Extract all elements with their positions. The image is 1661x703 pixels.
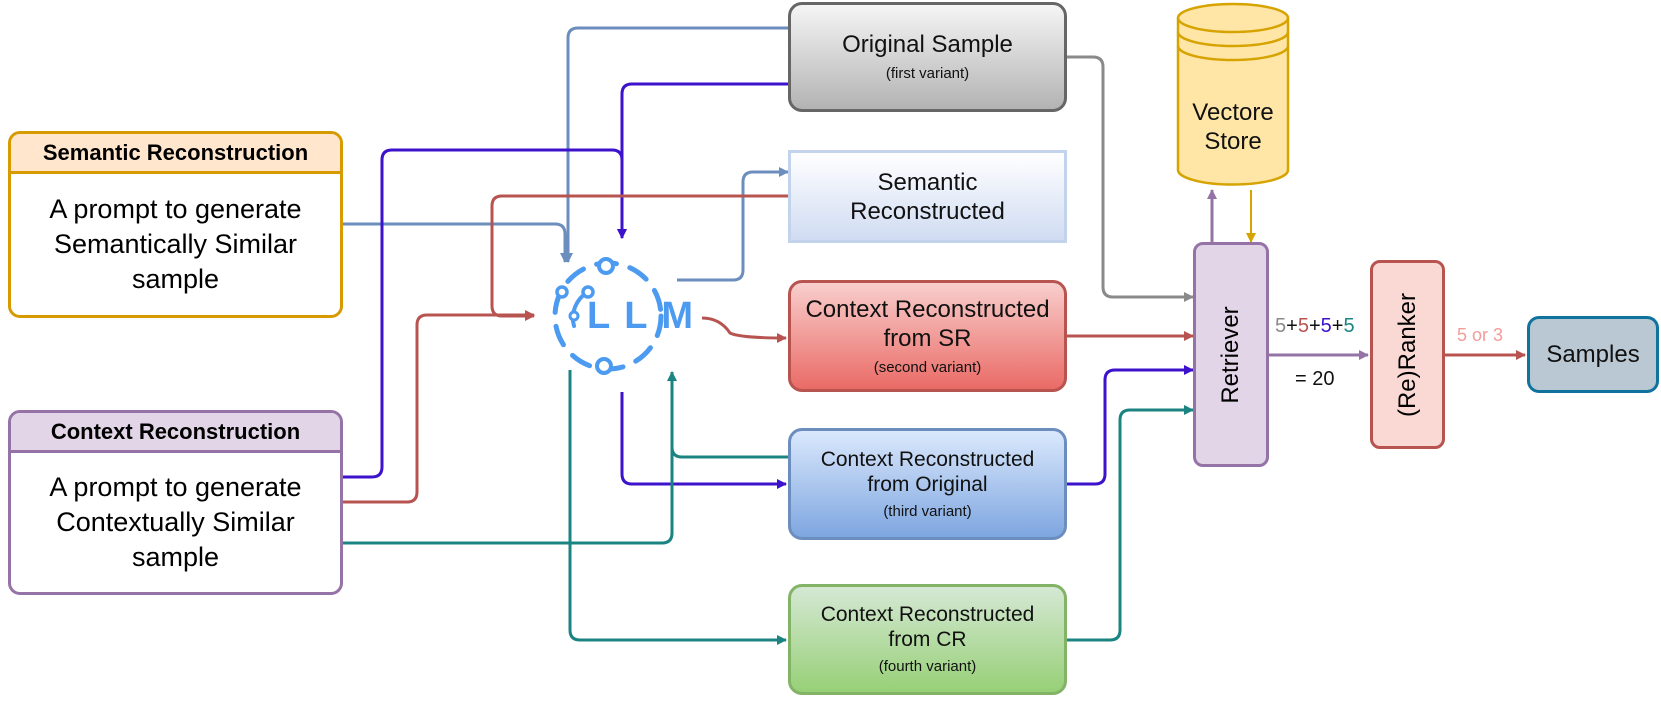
semantic-reconstruction-title: Semantic Reconstruction <box>11 134 340 174</box>
sum-part-indigo: 5 <box>1320 315 1332 337</box>
context-cr-subtitle: (fourth variant) <box>878 658 977 675</box>
retrieval-sum-result: = 20 <box>1295 368 1335 390</box>
edge-context-prompt-to-llm-indigo <box>343 148 627 479</box>
original-sample-subtitle: (first variant) <box>885 65 970 82</box>
retriever-label: Retriever <box>1217 305 1244 404</box>
llm-label: LLM <box>587 295 708 337</box>
context-cr-title: Context Reconstructed from CR <box>820 603 1035 651</box>
edge-context-cr-to-retriever <box>1067 405 1194 642</box>
samples-node: Samples <box>1527 316 1659 393</box>
edge-llm-to-context-sr <box>701 316 787 343</box>
context-reconstruction-body: A prompt to generate Contextually Simila… <box>49 472 302 572</box>
semantic-reconstruction-prompt: Semantic Reconstruction A prompt to gene… <box>8 131 343 318</box>
edge-context-original-to-retriever <box>1067 365 1194 486</box>
context-reconstruction-prompt: Context Reconstruction A prompt to gener… <box>8 410 343 595</box>
edge-original-to-retriever <box>1067 55 1194 302</box>
sum-part-gray: 5 <box>1275 315 1287 337</box>
edge-original-to-llm-indigo <box>617 82 788 239</box>
context-sr-subtitle: (second variant) <box>873 358 982 376</box>
edge-context-prompt-to-llm-teal <box>343 371 677 545</box>
edge-context-prompt-to-llm-red <box>343 310 535 504</box>
semantic-reconstruction-body: A prompt to generate Semantically Simila… <box>49 194 302 294</box>
sum-plus-1: + <box>1286 315 1298 337</box>
context-original-node: Context Reconstructed from Original (thi… <box>788 428 1067 540</box>
sum-plus-2: + <box>1308 315 1321 337</box>
sum-part-red: 5 <box>1297 315 1309 337</box>
original-sample-title: Original Sample <box>842 31 1013 58</box>
edge-llm-to-context-cr <box>568 370 787 645</box>
retriever-node: Retriever <box>1193 242 1269 467</box>
context-cr-node: Context Reconstructed from CR (fourth va… <box>788 584 1067 695</box>
semantic-reconstructed-node: Semantic Reconstructed <box>788 150 1067 243</box>
context-original-subtitle: (third variant) <box>883 502 972 520</box>
context-sr-title: Context Reconstructed from SR <box>805 295 1050 352</box>
edge-original-to-llm <box>563 26 788 263</box>
vector-store-cylinder-icon <box>1176 2 1290 186</box>
reranker-label: (Re)Ranker <box>1393 292 1421 417</box>
sum-part-teal: 5 <box>1343 315 1355 337</box>
retrieval-sum-label: 5+5+5+5 <box>1275 315 1355 338</box>
topk-label: 5 or 3 <box>1457 325 1504 345</box>
vector-store-label: Vectore Store <box>1178 92 1288 162</box>
edge-semantic-prompt-to-llm <box>343 222 570 263</box>
sum-plus-3: + <box>1331 315 1344 337</box>
vector-store-text: Vectore Store <box>1192 99 1274 155</box>
original-sample-node: Original Sample (first variant) <box>788 2 1067 112</box>
context-sr-node: Context Reconstructed from SR (second va… <box>788 280 1067 392</box>
edge-llm-to-semantic-reconstructed <box>677 167 789 282</box>
edge-context-original-to-llm-teal <box>670 372 788 459</box>
reranker-node: (Re)Ranker <box>1370 260 1445 449</box>
semantic-reconstructed-title: Semantic Reconstructed <box>850 168 1005 225</box>
context-original-title: Context Reconstructed from Original <box>820 447 1035 496</box>
edge-llm-to-context-original <box>620 392 787 489</box>
samples-label: Samples <box>1546 341 1640 368</box>
llm-logo-icon <box>552 257 664 375</box>
context-reconstruction-title: Context Reconstruction <box>11 413 340 453</box>
